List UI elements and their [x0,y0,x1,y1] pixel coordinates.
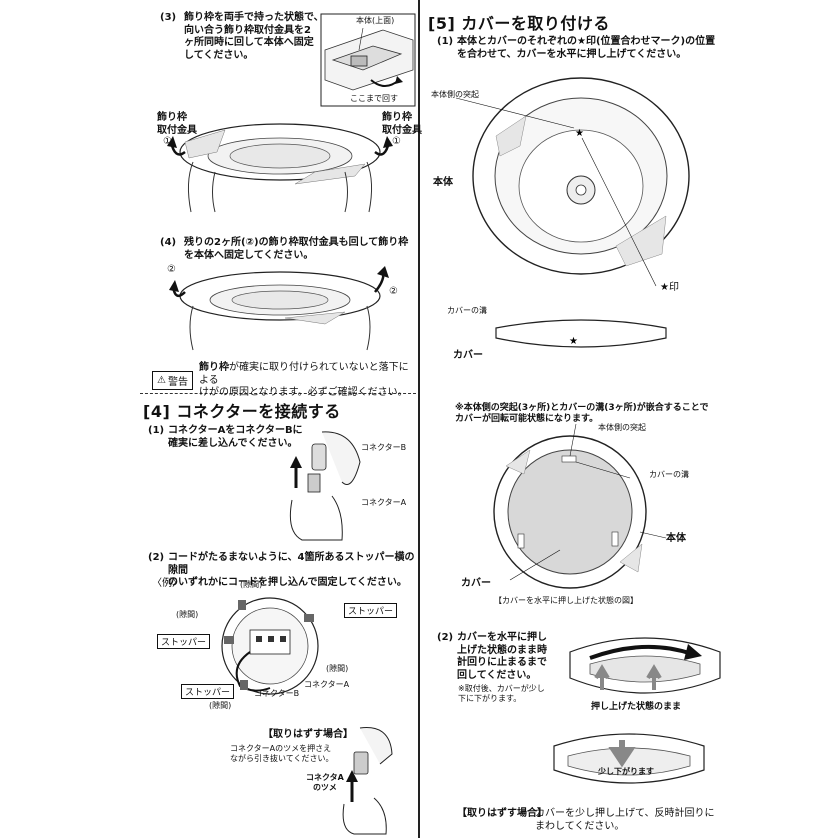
frame-attach-diagram-1 [167,123,393,213]
marker-2-left: ② [167,264,176,275]
section4-title: [4] コネクターを接続する [143,402,341,421]
section5-title: [5] カバーを取り付ける [428,14,610,33]
inset-top-label: 本体(上面) [356,16,395,26]
step4-text: 残りの2ヶ所(②)の飾り枠取付金具も回して飾り枠 を本体へ固定してください。 [184,237,409,261]
remove-title-right: 【取りはずす場合】 [457,808,547,819]
connector-b-label-2: コネクターB [254,689,300,698]
marker-1-left: ① [163,136,172,147]
s5-step1-number: (1) [437,36,454,47]
frame-attach-diagram-2 [169,266,389,351]
star-mark-label: ★印 [660,282,679,293]
cover-groove-label: カバーの溝 [447,306,487,315]
stopper-callout-2: ストッパー [157,634,211,649]
body-protrusion-label: 本体側の突起 [431,90,479,99]
cover-fitted-diagram [493,423,667,589]
gap-label-4: (隙間) [209,701,232,710]
s4-step2-number: (2) [148,552,165,563]
s4-step1-number: (1) [148,425,165,436]
inset-bracket-diagram [320,13,416,107]
fitted-caption: 【カバーを水平に押し上げた状態の図】 [494,596,638,605]
s5-step2-text: カバーを水平に押し 上げた状態のまま時 計回りに止まるまで 回してください。 [457,632,547,681]
column-divider [418,0,420,838]
lowered-label: 少し下がります [598,767,654,776]
svg-text:★: ★ [575,128,584,139]
cover-alignment-diagram: ★ ★ [455,77,690,348]
step3-text: 飾り枠を両手で持った状態で、 向い合う飾り枠取付金具を2 ヶ所同時に回して本体へ… [184,12,324,61]
step4-number: (4) [160,237,177,248]
warning-triangle-icon: ⚠ [157,375,166,387]
cover-lowered-diagram [553,733,705,784]
s5-step2-number: (2) [437,632,454,643]
step3-number: (3) [160,12,177,23]
bracket-label-right: 飾り枠 取付金具 [382,112,422,136]
note-protrusion-label: 本体側の突起 [598,423,646,432]
cord-stopper-diagram [221,597,319,695]
pushed-state-label: 押し上げた状態のまま [591,702,682,712]
svg-text:★: ★ [569,336,578,347]
marker-1-right: ① [392,136,401,147]
connector-release-diagram [342,727,393,835]
cover-label: カバー [453,350,483,361]
marker-2-right: ② [389,286,398,297]
body-label: 本体 [433,177,453,188]
connector-b-label: コネクターB [361,443,407,452]
connector-a-label: コネクターA [361,498,407,507]
bracket-label-left: 飾り枠 取付金具 [157,112,197,136]
gap-label-2: (隙間) [176,610,199,619]
connector-a-label-2: コネクターA [304,680,350,689]
warning-block: ⚠ 警告 飾り枠が確実に取り付けられていないと落下による けがの原因となります。… [152,362,411,400]
stopper-callout-3: ストッパー [181,684,235,699]
s4-step1-text: コネクターAをコネクターBに 確実に差し込んでください。 [168,425,303,449]
section-divider [140,393,416,395]
s5-step1-text: 本体とカバーのそれぞれの★印(位置合わせマーク)の位置 を合わせて、カバーを水平… [457,36,716,60]
note-groove-label: カバーの溝 [649,470,689,479]
stopper-callout-1: ストッパー [344,603,398,618]
connector-plug-diagram [289,431,361,541]
connector-a-claw-label: コネクタA のツメ [306,773,344,792]
note-cover-label: カバー [461,578,491,589]
s5-step2-note: ※取付後、カバーが少し 下に下がります。 [458,684,545,703]
warning-text: 飾り枠が確実に取り付けられていないと落下による けがの原因となります。必ずご確認… [198,362,409,398]
example-label: 〈例〉 [152,578,182,589]
note-text: ※本体側の突起(3ヶ所)とカバーの溝(3ヶ所)が嵌合することで カバーが回転可能… [455,403,709,424]
s4-step2-text: コードがたるまないように、4箇所あるストッパー横の隙間 のいずれかにコードを押し… [168,552,415,588]
remove-text-right: カバーを少し押し上げて、反時計回りに まわしてください。 [535,808,715,832]
gap-label-1: (隙間) [240,580,263,589]
remove-text-left: コネクターAのツメを押さえ ながら引き抜いてください。 [230,744,334,763]
inset-bottom-label: ここまで回す [350,94,398,104]
gap-label-3: (隙間) [326,664,349,673]
note-body-label: 本体 [666,533,686,544]
rotate-cover-diagram [569,637,721,694]
remove-title-left: 【取りはずす場合】 [263,729,353,740]
warning-badge: ⚠ 警告 [152,371,193,391]
